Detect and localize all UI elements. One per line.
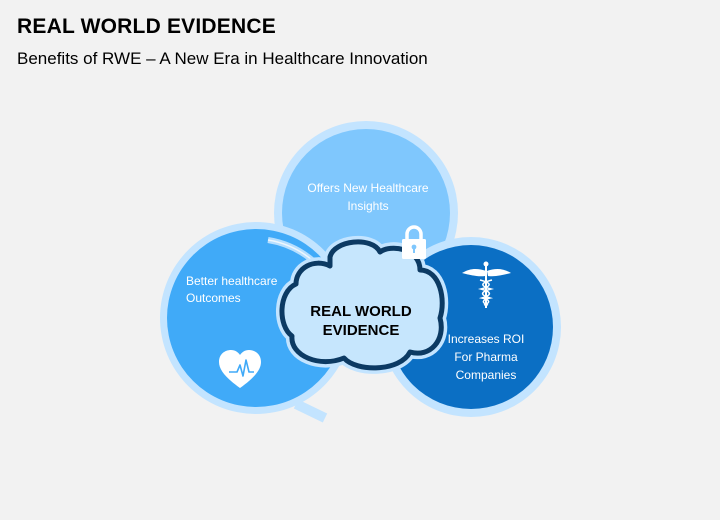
- center-title-line2: EVIDENCE: [323, 322, 400, 339]
- page-subtitle: Benefits of RWE – A New Era in Healthcar…: [17, 49, 428, 68]
- circle-right-label-line1: Increases ROI: [448, 332, 525, 346]
- circle-top-label-line2: Insights: [347, 199, 388, 213]
- circle-top-label-line1: Offers New Healthcare: [307, 181, 428, 195]
- center-cloud: REAL WORLD EVIDENCE: [275, 235, 449, 374]
- circle-right-label-line2: For Pharma: [454, 350, 518, 364]
- circle-left-label-line1: Better healthcare: [186, 274, 278, 288]
- page-title: REAL WORLD EVIDENCE: [17, 15, 276, 38]
- cloud-shape: [279, 239, 445, 371]
- heart-pulse-icon: [219, 350, 261, 388]
- lock-icon: [402, 225, 426, 259]
- caduceus-icon: [462, 261, 511, 308]
- center-title-line1: REAL WORLD: [310, 303, 412, 320]
- circle-right-label-line3: Companies: [456, 368, 517, 382]
- circle-left-label-line2: Outcomes: [186, 291, 241, 305]
